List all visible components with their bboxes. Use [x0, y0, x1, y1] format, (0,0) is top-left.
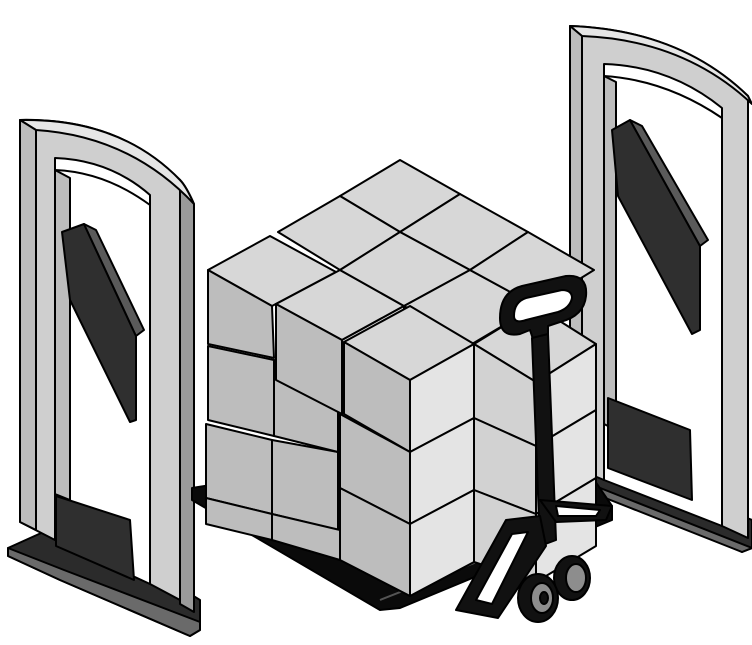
- right-rfid-gate-icon: [570, 26, 752, 552]
- left-rfid-gate-icon: [8, 120, 200, 636]
